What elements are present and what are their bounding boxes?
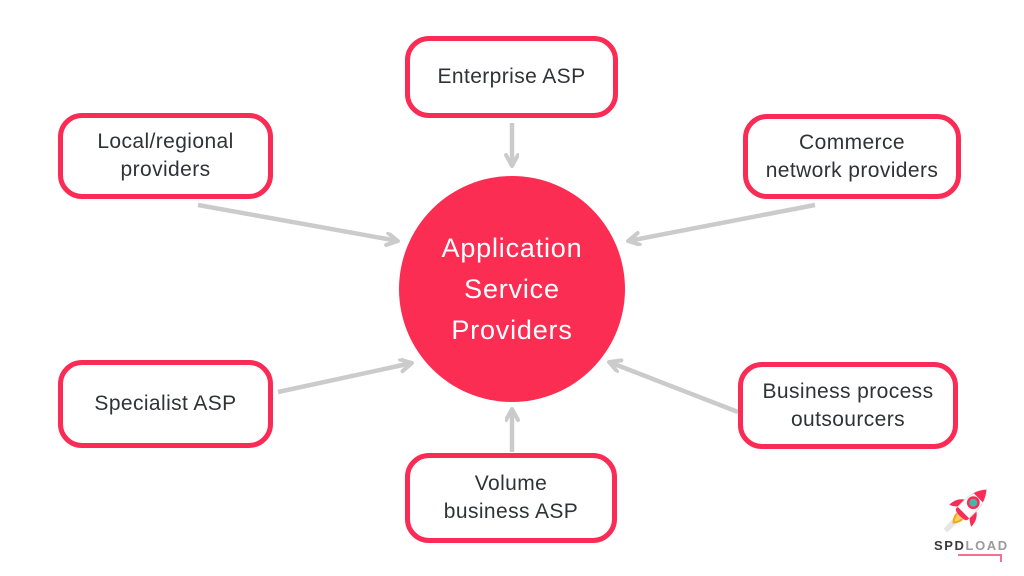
node-label-line: outsourcers — [790, 407, 906, 431]
node-specialist-asp: Specialist ASP — [58, 360, 273, 448]
rocket-icon — [943, 489, 987, 533]
spdload-wordmark-spd: SPD — [934, 538, 966, 553]
node-label-line: Commerce — [799, 130, 905, 154]
node-local-regional-providers: Local/regional providers — [58, 113, 273, 199]
center-label-line: Application — [441, 232, 583, 263]
node-commerce-network-providers: Commerce network providers — [743, 114, 961, 199]
node-business-process-outsourcers: Business process outsourcers — [738, 362, 958, 449]
node-label-line: providers — [120, 158, 211, 181]
node-volume-business-asp: Volume business ASP — [405, 453, 617, 543]
arrow-commerce-to-center — [628, 202, 816, 241]
spdload-wordmark-load: LOAD — [965, 538, 1009, 553]
node-label: Specialist ASP — [94, 392, 237, 415]
node-label-line: business ASP — [443, 500, 579, 523]
spdload-underline — [958, 554, 1002, 562]
node-enterprise-asp: Enterprise ASP — [405, 36, 618, 118]
node-label-line: network providers — [765, 158, 939, 182]
arrow-business-to-center — [609, 362, 739, 415]
node-label-line: Business process — [762, 379, 934, 403]
center-label-line: Service — [464, 273, 560, 304]
center-label-line: Providers — [451, 314, 573, 345]
spdload-wordmark: SPDLOAD — [934, 538, 1010, 553]
arrow-local-to-center — [197, 202, 398, 241]
arrow-specialist-to-center — [277, 363, 412, 395]
node-label-line: Local/regional — [97, 130, 234, 153]
center-node-application-service-providers: Application Service Providers — [399, 176, 625, 402]
node-label: Enterprise ASP — [437, 65, 586, 88]
spdload-logo: SPDLOAD — [928, 478, 1014, 564]
node-label-line: Volume — [474, 472, 548, 495]
